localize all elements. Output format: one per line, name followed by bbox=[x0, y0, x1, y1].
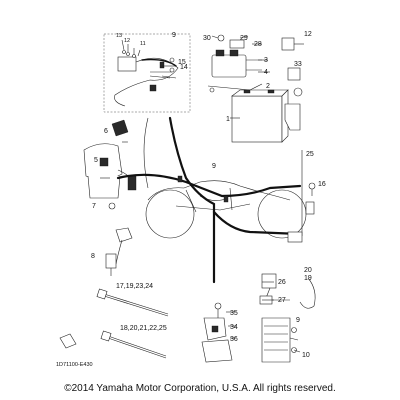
left-bracket-line bbox=[143, 117, 149, 189]
callout-15: 15 bbox=[178, 59, 186, 66]
copyright-notice: ©2014 Yamaha Motor Corporation, U.S.A. A… bbox=[64, 383, 336, 394]
callout-14: 14 bbox=[180, 64, 188, 71]
battery-group bbox=[231, 89, 289, 143]
motorcycle-silhouette bbox=[145, 180, 307, 239]
callout-13: 13 bbox=[116, 33, 122, 39]
callout-9-main: 9 bbox=[212, 163, 216, 170]
main-switch-group bbox=[83, 119, 137, 210]
leader-lines bbox=[100, 35, 301, 353]
callout-2: 2 bbox=[266, 83, 270, 90]
callout-5: 5 bbox=[94, 157, 98, 164]
callout-4: 4 bbox=[264, 69, 268, 76]
right-small-parts bbox=[281, 37, 304, 131]
callout-19: 19 bbox=[304, 275, 312, 282]
callout-12-detail: 12 bbox=[124, 38, 130, 44]
part-code: 1D71100-E430 bbox=[56, 362, 93, 368]
callout-25: 25 bbox=[306, 151, 314, 158]
sensor-left-group bbox=[105, 227, 133, 276]
callout-28: 28 bbox=[254, 41, 262, 48]
harness-detail-group bbox=[103, 33, 191, 113]
callout-12-right: 12 bbox=[304, 31, 312, 38]
callout-29: 29 bbox=[240, 35, 248, 42]
callout-3: 3 bbox=[264, 57, 268, 64]
callout-16: 16 bbox=[318, 181, 326, 188]
callout-20: 20 bbox=[304, 267, 312, 274]
callout-group-17-24: 17,19,23,24 bbox=[116, 283, 153, 290]
main-wire-harness bbox=[116, 116, 302, 284]
callout-33: 33 bbox=[294, 61, 302, 68]
callout-9-harness-detail: 9 bbox=[172, 32, 176, 39]
callout-30: 30 bbox=[203, 35, 211, 42]
callout-group-18-25: 18,20,21,22,25 bbox=[120, 325, 167, 332]
callout-27: 27 bbox=[278, 297, 286, 304]
callout-11: 11 bbox=[140, 41, 146, 47]
callout-10-detail: 10 bbox=[302, 352, 310, 359]
callout-26: 26 bbox=[278, 279, 286, 286]
sensor-bottom-group bbox=[201, 302, 233, 363]
callout-35: 35 bbox=[230, 310, 238, 317]
callout-36: 36 bbox=[230, 336, 238, 343]
callout-8: 8 bbox=[91, 253, 95, 260]
callout-7: 7 bbox=[92, 203, 96, 210]
cable-ties-group bbox=[59, 288, 169, 359]
callout-6: 6 bbox=[104, 128, 108, 135]
callout-1: 1 bbox=[226, 116, 230, 123]
callout-34: 34 bbox=[230, 324, 238, 331]
callout-9-right: 9 bbox=[296, 317, 300, 324]
